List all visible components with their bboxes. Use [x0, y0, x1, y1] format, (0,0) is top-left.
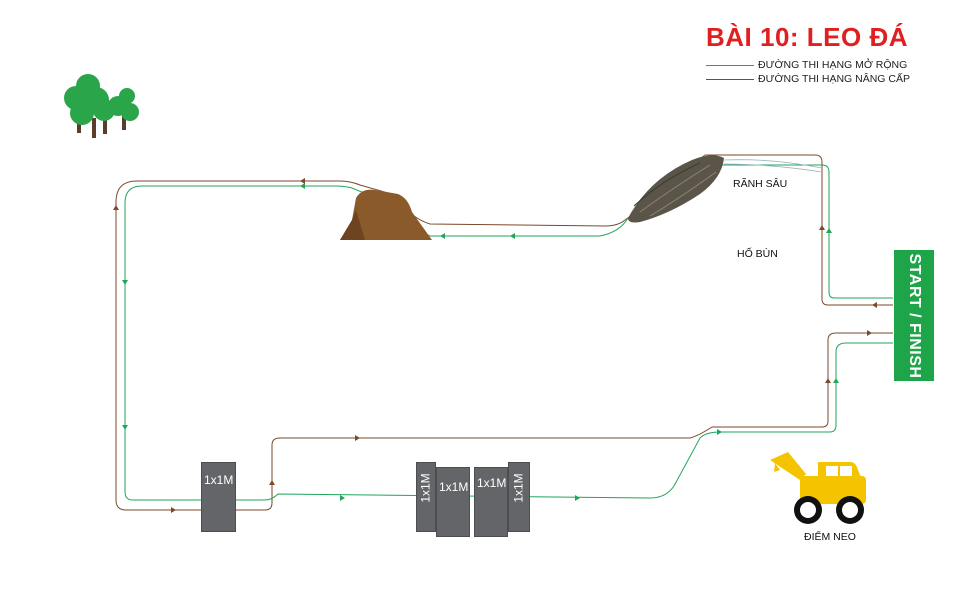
loader-icon — [770, 452, 866, 524]
block-single: 1x1M — [201, 462, 236, 532]
legend-label: ĐƯỜNG THI HẠNG NÂNG CẤP — [758, 73, 910, 85]
legend-swatch — [706, 78, 754, 80]
page-title: BÀI 10: LEO ĐÁ — [706, 22, 909, 52]
legend-swatch — [706, 64, 754, 66]
block-label: 1x1M — [204, 473, 234, 487]
legend-item-upgraded: ĐƯỜNG THI HẠNG NÂNG CẤP — [706, 72, 910, 86]
block-label: 1x1M — [511, 473, 526, 503]
mud-pit-label: HỐ BÙN — [737, 248, 778, 260]
route-extended — [124, 164, 893, 501]
block-group-1: 1x1M — [416, 462, 436, 532]
block-label: 1x1M — [418, 473, 433, 503]
route-arrows-green — [122, 183, 839, 501]
block-group-4: 1x1M — [508, 462, 530, 532]
anchor-point-label: ĐIỂM NEO — [804, 531, 856, 543]
dirt-mound-icon — [340, 189, 432, 240]
block-group-3: 1x1M — [474, 467, 508, 537]
start-finish-label: START / FINISH — [906, 253, 923, 378]
block-label: 1x1M — [477, 476, 507, 490]
route-upgraded — [115, 154, 893, 511]
trees-icon — [64, 74, 139, 138]
block-group-2: 1x1M — [436, 467, 470, 537]
dirt-mound-shade — [340, 210, 365, 240]
deep-trench-label: RÃNH SÂU — [733, 178, 788, 190]
start-finish-box: START / FINISH — [894, 250, 934, 381]
rock-trench-icon — [628, 155, 823, 223]
legend-label: ĐƯỜNG THI HẠNG MỞ RỘNG — [758, 59, 908, 71]
route-arrows-brown — [113, 178, 877, 513]
legend-item-extended: ĐƯỜNG THI HẠNG MỞ RỘNG — [706, 58, 907, 72]
block-label: 1x1M — [439, 480, 469, 494]
